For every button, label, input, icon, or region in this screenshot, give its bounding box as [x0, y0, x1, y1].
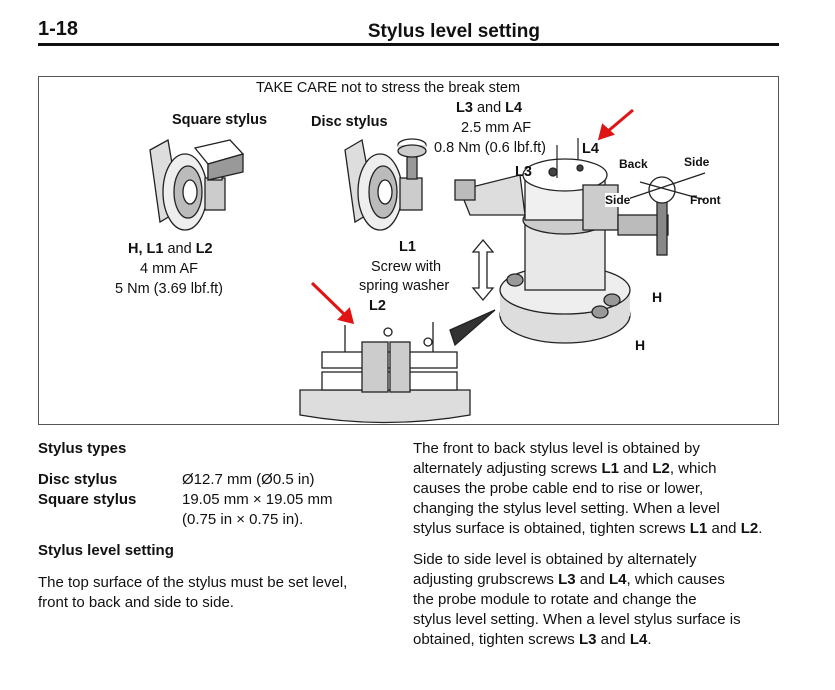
- p1-line-5: stylus surface is obtained, tighten scre…: [413, 520, 763, 537]
- level-setting-heading: Stylus level setting: [38, 542, 174, 559]
- p2-line-2: adjusting grubscrews L3 and L4, which ca…: [413, 571, 725, 588]
- l4-label: L4: [582, 141, 599, 157]
- header-rule: [38, 43, 779, 46]
- p1-line-4: changing the stylus level setting. When …: [413, 500, 720, 517]
- rise-lower-arrow: [471, 238, 495, 302]
- page-number: 1-18: [38, 18, 79, 40]
- h-label-2: H: [635, 337, 646, 353]
- l1-desc-1: Screw with: [371, 259, 442, 275]
- disc-stylus-value: Ø12.7 mm (Ø0.5 in): [182, 471, 315, 488]
- l3-l4-af: 2.5 mm AF: [461, 120, 532, 136]
- p2-line-1: Side to side level is obtained by altern…: [413, 551, 697, 568]
- front-label: Front: [690, 193, 721, 207]
- side-label-mid: Side: [605, 193, 631, 207]
- square-stylus-value: 19.05 mm × 19.05 mm: [182, 491, 333, 508]
- stylus-types-heading: Stylus types: [38, 440, 127, 457]
- l1-label: L1: [399, 239, 416, 255]
- h-l1-l2-torque: 5 Nm (3.69 lbf.ft): [115, 281, 223, 297]
- square-stylus-value-imperial: (0.75 in × 0.75 in).: [182, 511, 304, 528]
- p2-line-3: the probe module to rotate and change th…: [413, 591, 697, 608]
- red-arrows: [310, 108, 634, 325]
- disc-stylus-label: Disc stylus: [311, 114, 388, 130]
- caution-text: TAKE CARE not to stress the break stem: [256, 80, 521, 96]
- l2-label: L2: [369, 298, 386, 314]
- square-stylus-label: Square stylus: [172, 112, 268, 128]
- back-label: Back: [619, 157, 648, 171]
- p2-line-5: obtained, tighten screws L3 and L4.: [413, 631, 652, 648]
- square-stylus-name: Square stylus: [38, 491, 137, 508]
- l3-l4-heading: L3 and L4: [456, 100, 523, 116]
- p1-line-3: causes the probe cable end to rise or lo…: [413, 480, 704, 497]
- figure-frame: [38, 76, 779, 425]
- l1-desc-2: spring washer: [359, 278, 450, 294]
- p1-line-2: alternately adjusting screws L1 and L2, …: [413, 460, 717, 477]
- disc-stylus-drawing: [344, 138, 427, 231]
- h-l1-l2-af: 4 mm AF: [140, 261, 199, 277]
- section-drawing: [299, 309, 496, 424]
- p2-line-4: stylus level setting. When a level stylu…: [413, 611, 741, 628]
- level-setting-line-2: front to back and side to side.: [38, 594, 234, 611]
- probe-assembly-drawing: [454, 158, 706, 344]
- level-setting-line-1: The top surface of the stylus must be se…: [38, 574, 348, 591]
- l3-label: L3: [515, 164, 532, 180]
- p1-line-1: The front to back stylus level is obtain…: [413, 440, 700, 457]
- h-label-1: H: [652, 289, 663, 305]
- l3-l4-arrows: [556, 138, 579, 178]
- disc-stylus-name: Disc stylus: [38, 471, 118, 488]
- page-title: Stylus level setting: [367, 21, 540, 42]
- side-label-top: Side: [684, 155, 710, 169]
- square-stylus-drawing: [149, 138, 245, 231]
- l3-l4-torque: 0.8 Nm (0.6 lbf.ft): [434, 140, 547, 156]
- h-l1-l2-heading: H, L1 and L2: [128, 241, 213, 257]
